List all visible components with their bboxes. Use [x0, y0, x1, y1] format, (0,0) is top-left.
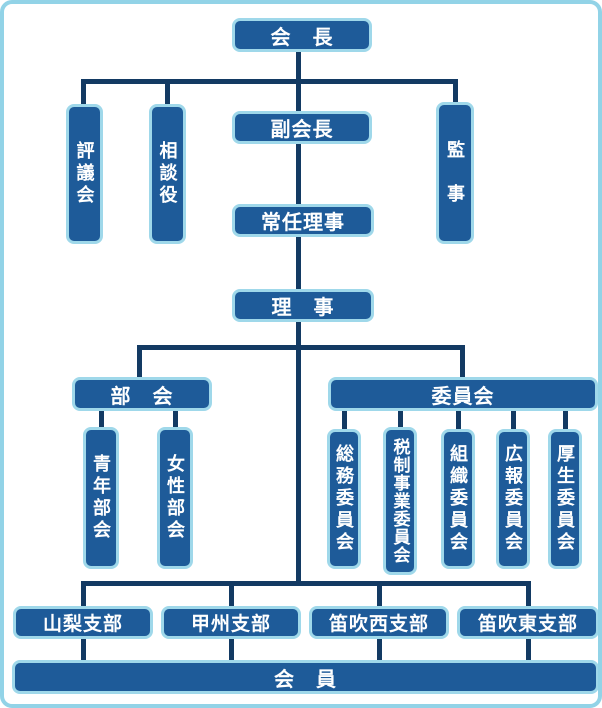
- connector: [296, 322, 301, 585]
- connector: [173, 408, 178, 430]
- connector: [81, 581, 531, 586]
- connector: [165, 79, 170, 106]
- connector: [377, 581, 382, 607]
- connector: [456, 408, 461, 431]
- node-women-section: 女性部会: [157, 427, 193, 569]
- connector: [453, 79, 458, 104]
- node-branch-koshu: 甲州支部: [161, 606, 301, 639]
- node-chairman: 会 長: [232, 18, 372, 52]
- connector: [229, 581, 234, 607]
- node-branch-fuefuki-east: 笛吹東支部: [457, 606, 598, 639]
- connector: [229, 638, 234, 662]
- connector: [99, 408, 104, 430]
- node-committee-general-affairs: 総務委員会: [327, 429, 361, 569]
- node-committee-public-relations: 広報委員会: [496, 429, 530, 569]
- node-standing-directors: 常任理事: [232, 204, 374, 237]
- connector: [296, 237, 301, 290]
- connector: [81, 638, 86, 662]
- node-advisor: 相談役: [149, 104, 186, 244]
- connector: [81, 581, 86, 607]
- node-committee-organization: 組織委員会: [441, 429, 475, 569]
- node-members: 会 員: [12, 660, 598, 694]
- connector: [137, 345, 142, 379]
- node-council: 評議会: [66, 104, 103, 244]
- connector: [511, 408, 516, 431]
- connector: [296, 144, 301, 205]
- node-committee-tax-business: 税制事業委員会: [383, 427, 417, 575]
- connector: [81, 79, 86, 106]
- connector: [563, 408, 568, 431]
- node-directors: 理 事: [232, 289, 374, 322]
- connector: [526, 638, 531, 662]
- node-sections-header: 部 会: [72, 377, 212, 411]
- node-youth-section: 青年部会: [83, 427, 119, 569]
- connector: [526, 581, 531, 607]
- node-branch-fuefuki-west: 笛吹西支部: [309, 606, 449, 639]
- connector: [398, 408, 403, 431]
- node-auditor: 監 事: [436, 102, 474, 244]
- node-committee-welfare: 厚生委員会: [548, 429, 582, 569]
- node-vice-chairman: 副会長: [232, 111, 372, 144]
- node-branch-yamanashi: 山梨支部: [13, 606, 153, 639]
- connector: [377, 638, 382, 662]
- connector: [137, 345, 465, 350]
- connector: [460, 345, 465, 379]
- node-committees-header: 委員会: [328, 377, 598, 411]
- connector: [342, 408, 347, 431]
- connector: [81, 79, 458, 84]
